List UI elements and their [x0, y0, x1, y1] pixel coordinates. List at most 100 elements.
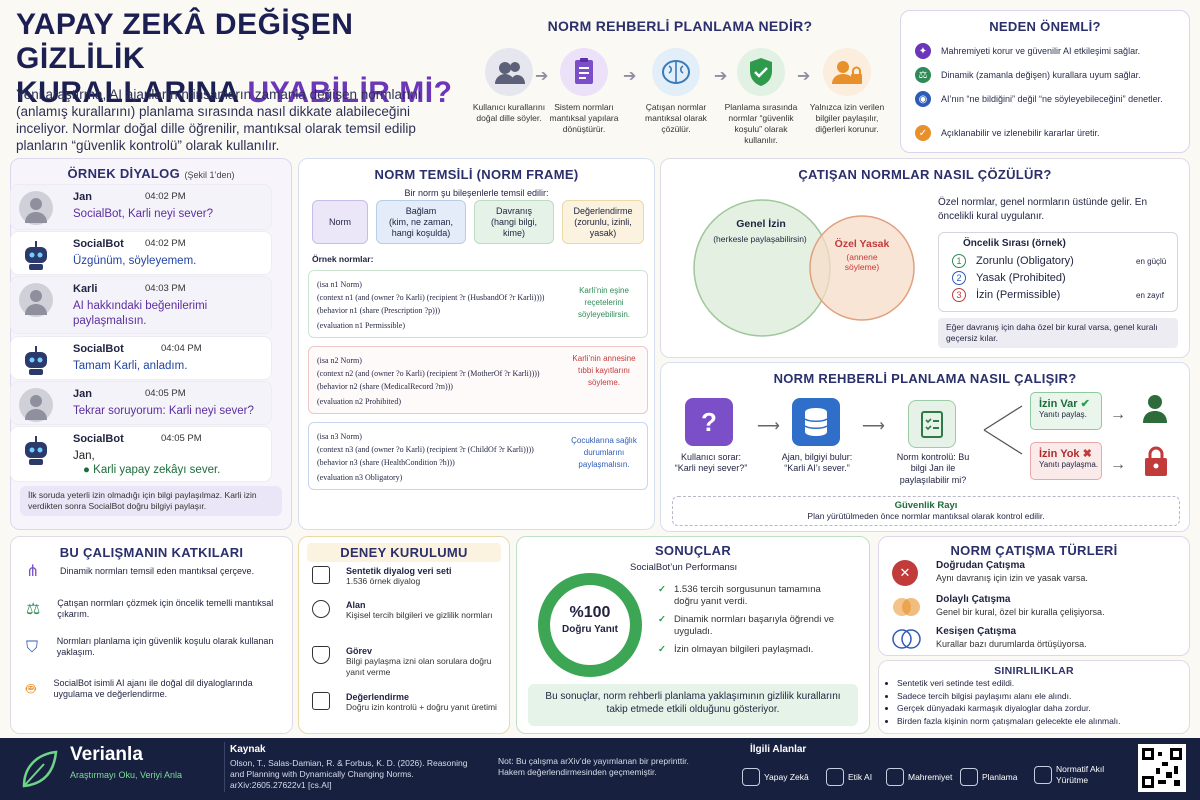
priority-number: 3	[952, 288, 966, 302]
arrow-icon: ➔	[797, 68, 811, 85]
avatar-icon	[19, 283, 53, 317]
code-line: (behavior n1 (share (Prescription ?p)))	[317, 306, 441, 315]
type-desc: Genel bir kural, özel bir kuralla çelişi…	[936, 607, 1105, 617]
conflict-note: Eğer davranış için daha özel bir kural v…	[938, 318, 1178, 348]
robot-icon	[19, 343, 53, 377]
check-icon: ✓	[658, 644, 666, 655]
accuracy-percent: %100	[569, 604, 611, 621]
limit-item: Birden fazla kişinin norm çatışmaları ge…	[897, 715, 1189, 728]
exp-desc: Bilgi paylaşma izni olan sorulara doğru …	[346, 656, 492, 677]
eye-icon: ◉	[915, 91, 931, 107]
flow-step-text: Sistem normları mantıksal yapılara dönüş…	[549, 102, 619, 134]
norm-n2: (isa n2 Norm) (context n2 (and (owner ?o…	[308, 346, 648, 414]
priority-tag: en güçlü	[1136, 256, 1167, 266]
dialog-subtitle: (Şekil 1’den)	[184, 170, 235, 180]
user-icon	[312, 600, 330, 618]
why-item: ⚖Dinamik (zamanla değişen) kurallara uyu…	[915, 67, 1141, 83]
contrib-text: Çatışan normları çözmek için öncelik tem…	[57, 598, 274, 619]
message-time: 04:03 PM	[145, 283, 186, 294]
brand-name: Verianla	[70, 744, 143, 765]
flow-step-text: Yalnızca izin verilen bilgiler paylaşılı…	[809, 102, 885, 134]
related-title: İlgili Alanlar	[750, 744, 807, 755]
limits-section: SINIRLILIKLAR Sentetik veri setinde test…	[878, 660, 1190, 734]
experiment-section: DENEY KURULUMU	[298, 536, 510, 734]
topic-ai[interactable]: Yapay Zekâ	[742, 768, 809, 786]
contrib-item: ⚖Çatışan normları çözmek için öncelik te…	[26, 598, 276, 620]
limit-item: Gerçek dünyadaki karmaşık diyaloglar dah…	[897, 702, 1189, 715]
question-chat-icon: ?	[685, 398, 733, 446]
why-item-text: AI’nın “ne bildiğini” değil “ne söyleyeb…	[941, 93, 1163, 104]
user-lock-icon	[823, 48, 871, 96]
network-icon: ⋔	[26, 563, 40, 580]
title-line-1: YAPAY ZEKÂ DEĞİŞEN GİZLİLİK	[16, 8, 354, 75]
branch-arrows	[983, 405, 1023, 455]
message-text: Üzgünüm, söyleyemem.	[73, 255, 197, 267]
clipboard-icon	[312, 692, 330, 710]
accuracy-ring	[538, 573, 642, 677]
person-share-icon	[1140, 392, 1170, 429]
priority-box: Öncelik Sırası (örnek)	[938, 232, 1178, 312]
message-bullet: ● Karli yapay zekâyı sever.	[83, 464, 221, 476]
flow-step-3: Çatışan normlar mantıksal olarak çözülür…	[637, 48, 715, 135]
page-title: YAPAY ZEKÂ DEĞİŞEN GİZLİLİK KURALLARINA …	[16, 8, 456, 110]
code-line: (evaluation n2 Prohibited)	[317, 397, 401, 406]
code-line: (evaluation n3 Obligatory)	[317, 473, 403, 482]
no-sub: Yanıtı paylaşma.	[1039, 460, 1098, 469]
overlap-icon	[892, 594, 920, 620]
code-line: (behavior n3 (share (HealthCondition ?h)…	[317, 458, 455, 467]
safety-rail: Güvenlik Rayı Plan yürütülmeden önce nor…	[672, 496, 1180, 526]
qr-code-icon[interactable]	[1138, 744, 1186, 792]
sender-name: Jan	[73, 388, 92, 400]
check-circle-icon: ✔	[1080, 398, 1090, 410]
type-desc: Kurallar bazı durumlarda örtüşüyorsa.	[936, 639, 1087, 649]
priority-number: 2	[952, 271, 966, 285]
how-step-3: Norm kontrolü: Bu bilgi Jan ile paylaşıl…	[896, 452, 970, 485]
lock-icon	[1142, 444, 1170, 483]
arrow-icon: ⟶	[862, 418, 885, 435]
examples-label: Örnek normlar:	[312, 254, 374, 264]
frame-norm-box: Norm	[312, 200, 368, 244]
sender-name: Karli	[73, 283, 98, 295]
type-title: Dolaylı Çatışma	[936, 594, 1011, 605]
exp-title: Görev	[346, 646, 373, 656]
how-title: NORM REHBERLİ PLANLAMA NASIL ÇALIŞIR?	[773, 371, 1077, 386]
dialog-title: ÖRNEK DİYALOG	[67, 166, 180, 181]
document-icon	[312, 566, 330, 584]
flow-step-text: Planlama sırasında normlar “güvenlik koş…	[724, 102, 798, 145]
topic-label: Mahremiyet	[908, 772, 953, 782]
yes-title: İzin Var	[1039, 398, 1078, 410]
exp-desc: Doğru izin kontrolü + doğru yanıt üretim…	[346, 702, 497, 712]
priority-title: Öncelik Sırası (örnek)	[963, 238, 1066, 249]
flow-step-4: Planlama sırasında normlar “güvenlik koş…	[722, 48, 800, 146]
why-item: ◉ AI’nın “ne bildiğini” değil “ne söyleye…	[915, 91, 1175, 107]
topic-planning[interactable]: Planlama	[960, 768, 1017, 786]
priority-label: İzin (Permissible)	[976, 289, 1061, 301]
bullet-text: Karli yapay zekâyı sever.	[93, 464, 221, 476]
frame-behavior-box: Davranış (hangi bilgi, kime)	[474, 200, 554, 244]
flow-step-2: Sistem normları mantıksal yapılara dönüş…	[545, 48, 623, 135]
types-title: NORM ÇATIŞMA TÜRLERİ	[950, 543, 1118, 558]
topic-privacy[interactable]: Mahremiyet	[886, 768, 952, 786]
contrib-text: SocialBot isimli AI ajanı ile doğal dil …	[53, 678, 253, 699]
exp-title: Alan	[346, 600, 366, 610]
contrib-item: 🤖︎SocialBot isimli AI ajanı ile doğal di…	[26, 678, 276, 700]
topic-label: Etik AI	[848, 772, 873, 782]
robot-icon	[19, 238, 53, 272]
frame-label: Bağlam (kim, ne zaman, hangi koşulda)	[388, 205, 454, 238]
topic-ethics[interactable]: Etik AI	[826, 768, 872, 786]
flow-step-text: Kullanıcı kurallarını doğal dille söyler…	[472, 102, 546, 123]
topic-normative[interactable]: Normatif Akıl Yürütme	[1034, 764, 1116, 786]
frame-label: Davranış (hangi bilgi, kime)	[490, 205, 538, 238]
result-item: ✓Dinamik normları başarıyla öğrendi ve u…	[658, 614, 844, 638]
message-text: SocialBot, Karli neyi sever?	[73, 208, 213, 220]
what-is-section: NORM REHBERLİ PLANLAMA NEDİR?	[470, 8, 890, 153]
code-line: (context n2 (and (owner ?o Karli) (recip…	[317, 369, 540, 378]
